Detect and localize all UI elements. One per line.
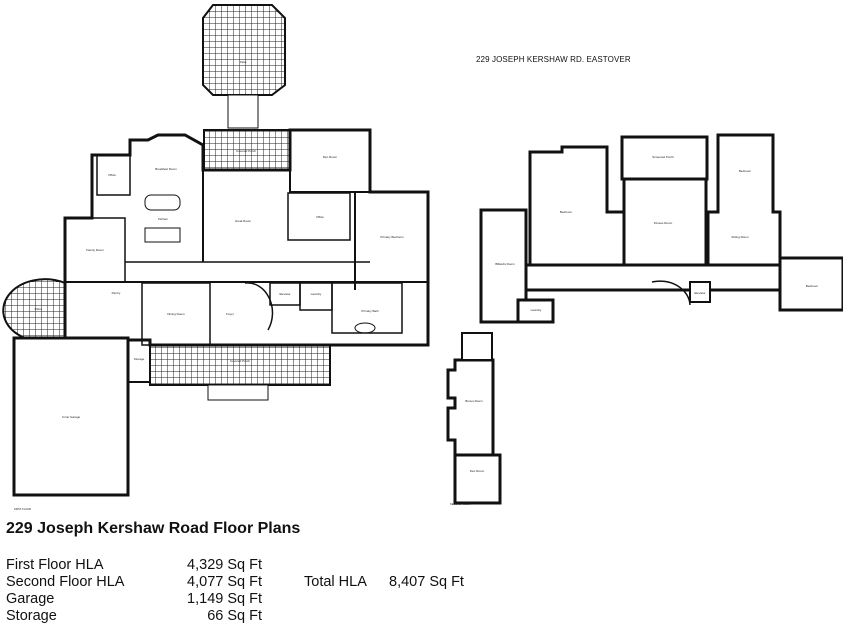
room-label: Fitness Room (654, 221, 673, 225)
room-label: Laundry (531, 308, 542, 312)
stat-value: 1,149 Sq Ft (187, 591, 262, 607)
room-label: Den Room (323, 155, 338, 159)
office-left (96, 154, 131, 196)
total-label: Total HLA (304, 574, 367, 590)
bedroom-right-sitting (706, 133, 782, 267)
laundry-2 (516, 298, 555, 324)
room-label: 3-Car Garage (62, 415, 81, 419)
room-label: Primary Bedroom (380, 235, 404, 239)
bedroom-far-right (778, 256, 843, 312)
room-label: Screened Porch (652, 155, 674, 159)
total-value: 8,407 Sq Ft (389, 574, 464, 590)
stat-label: Storage (6, 608, 57, 624)
elevator-2 (689, 281, 711, 303)
room-label: Laundry (311, 292, 322, 296)
front-covered-porch (149, 344, 331, 386)
rear-steps (227, 94, 259, 129)
room-label: Office (108, 173, 116, 177)
room-label: Bedroom (560, 210, 573, 214)
hallway (524, 263, 786, 292)
room-label: Patio (35, 307, 42, 311)
rear-patio (202, 4, 286, 96)
bonus-room (446, 358, 495, 467)
kitchen-island-2 (144, 227, 181, 243)
room-label: Office (316, 215, 324, 219)
room-label: Elevator (694, 291, 705, 295)
garage (12, 336, 130, 497)
den-room (289, 129, 371, 193)
office-right (287, 192, 351, 241)
bath-2 (461, 332, 493, 361)
room-label: Foyer (226, 312, 234, 316)
room-label: Bedroom (806, 284, 819, 288)
room-label: Family Room (86, 248, 104, 252)
room-label: Kitchen (158, 217, 168, 221)
floor-plans-drawing: Patio Covered Porch Breakfast Room Offic… (2, 4, 843, 511)
stat-label: Garage (6, 591, 55, 607)
room-label: Elevator (279, 292, 290, 296)
stat-label: Second Floor HLA (6, 574, 125, 590)
flex-room (453, 453, 502, 505)
room-label: Primary Bath (361, 309, 379, 313)
dining-room (141, 282, 211, 346)
kitchen-island (144, 194, 181, 211)
bedroom-left (528, 145, 628, 267)
room-label: Flex Room (470, 469, 485, 473)
first-floor-plan (2, 4, 430, 497)
room-label: Pantry (112, 291, 121, 295)
room-label: Billiards Room (495, 262, 515, 266)
floor-label: FIRST FLOOR (14, 507, 31, 511)
first-floor-labels: Patio Covered Porch Breakfast Room Offic… (14, 60, 404, 511)
screened-porch (620, 135, 709, 181)
room-label: Covered Porch (230, 359, 250, 363)
room-label: Bonus Room (465, 399, 483, 403)
stat-value: 66 Sq Ft (207, 608, 262, 624)
property-address-header: 229 JOSEPH KERSHAW RD. EASTOVER (476, 55, 631, 64)
room-label: Sitting Room (731, 235, 749, 239)
room-label: Patio (240, 60, 247, 64)
stat-value: 4,329 Sq Ft (187, 557, 262, 573)
room-label: Breakfast Room (155, 167, 177, 171)
page-title: 229 Joseph Kershaw Road Floor Plans (6, 520, 301, 537)
side-patio (2, 278, 66, 339)
front-steps (207, 384, 269, 401)
room-label: Covered Porch (236, 149, 256, 153)
storage-room (127, 339, 151, 383)
second-floor-labels: Bedroom Screened Porch Fitness Room Bedr… (450, 155, 819, 506)
second-floor-plan (446, 133, 843, 505)
floor-label: SECOND FLOOR (450, 502, 471, 506)
room-label: Great Room (235, 219, 252, 223)
stat-value: 4,077 Sq Ft (187, 574, 262, 590)
room-label: Storage (134, 357, 145, 361)
room-label: Bedroom (739, 169, 752, 173)
stat-label: First Floor HLA (6, 557, 104, 573)
staircase (244, 282, 274, 331)
room-label: Dining Room (167, 312, 185, 316)
